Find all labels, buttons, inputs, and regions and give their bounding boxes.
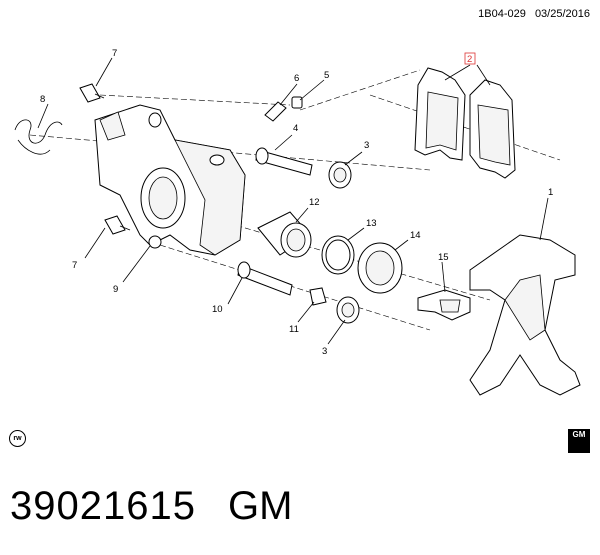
guide-pin-lower [237, 261, 293, 296]
dust-boot [357, 242, 403, 294]
doc-reference: 1B04-029 03/25/2016 [472, 8, 590, 20]
callout-1: 1 [548, 187, 553, 198]
anti-rattle-spring [14, 119, 63, 155]
brake-pads [414, 67, 516, 179]
callouts: 1 2 3 3 4 5 6 7 7 8 9 10 11 12 13 14 15 [40, 48, 553, 357]
callout-4: 4 [293, 123, 298, 134]
caliper-housing [94, 104, 246, 256]
pad-clip-hardware [417, 289, 471, 321]
callout-12: 12 [309, 197, 320, 208]
guide-pin-upper [255, 147, 313, 176]
bolt-lower [104, 215, 131, 235]
callout-2: 2 [467, 54, 472, 65]
piston-seal [321, 235, 355, 275]
callout-8: 8 [40, 94, 45, 105]
bleeder-valve [264, 101, 287, 122]
piston [257, 211, 312, 258]
callout-7-upper: 7 [112, 48, 117, 59]
caliper-bracket [469, 234, 581, 396]
callout-10: 10 [212, 304, 223, 315]
gm-logo: GM [568, 429, 590, 453]
bleeder-cap [291, 96, 303, 109]
callout-14: 14 [410, 230, 421, 241]
guide-pin-sleeve [309, 287, 327, 306]
guide-pin-boot-upper [328, 161, 352, 189]
part-number: 39021615 [10, 484, 196, 528]
doc-id: 1B04-029 [478, 8, 526, 20]
leader-lines [37, 57, 549, 345]
callout-2-box [464, 52, 476, 65]
callout-3-lower: 3 [322, 346, 327, 357]
callout-9: 9 [113, 284, 118, 295]
doc-date: 03/25/2016 [534, 8, 590, 20]
callout-15: 15 [438, 252, 449, 263]
gm-logo-text: GM [572, 430, 586, 439]
callout-13: 13 [366, 218, 377, 229]
callout-5: 5 [324, 70, 329, 81]
bolt-upper [79, 83, 105, 103]
brand-name: GM [228, 484, 293, 528]
callout-11: 11 [289, 324, 299, 335]
guide-pin-boot-lower [336, 296, 360, 324]
callout-6: 6 [294, 73, 299, 84]
callout-7-lower: 7 [72, 260, 77, 271]
callout-3-upper: 3 [364, 140, 369, 151]
rw-logo: rw [9, 430, 26, 447]
